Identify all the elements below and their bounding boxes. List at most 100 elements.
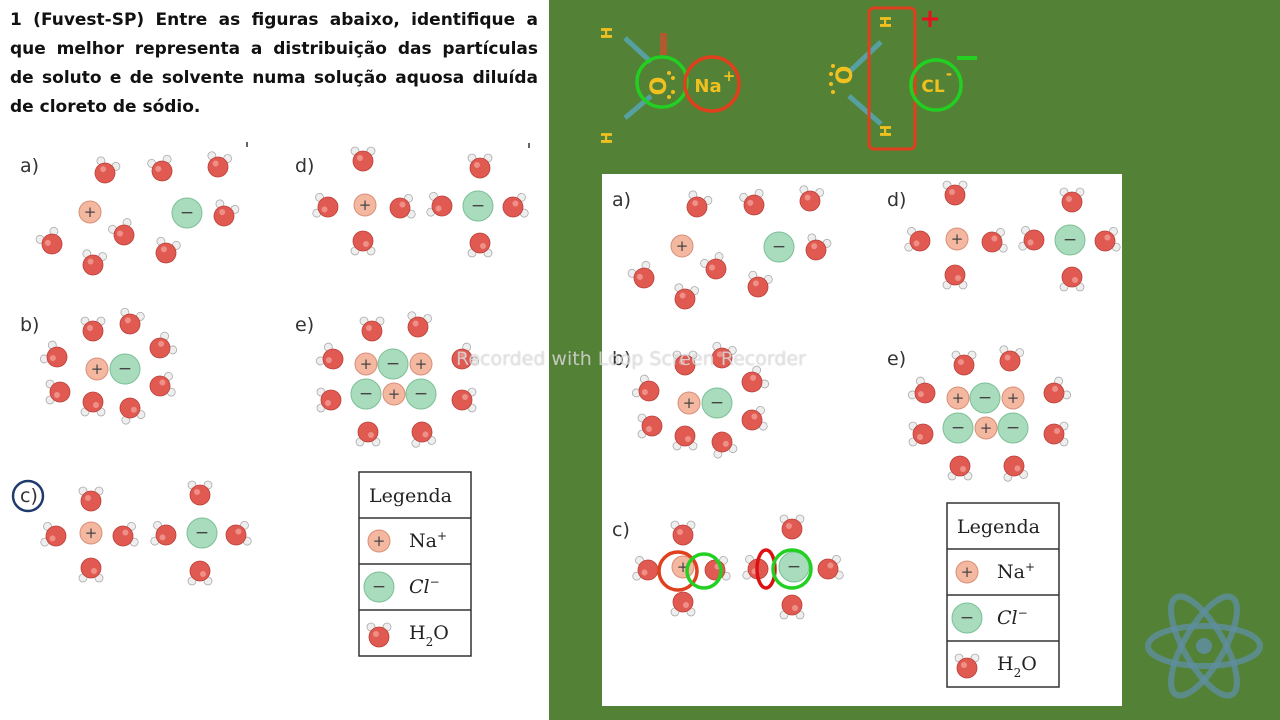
option-label-d: d) [295, 155, 314, 177]
legend-na-charge: + [1025, 560, 1035, 574]
oxygen-atom [189, 484, 211, 506]
sodium-ion: + [945, 227, 969, 251]
chloride-ring [909, 58, 963, 112]
oxygen-atom [912, 423, 934, 445]
water-molecule [711, 431, 738, 459]
water-molecule [40, 521, 67, 547]
legend-water-o: O [1021, 653, 1037, 675]
recorder-watermark: Recorded with Loop Screen Recorder [456, 348, 806, 370]
legend-water-o: O [433, 622, 449, 644]
chloride-ion: − [942, 412, 974, 444]
sodium-ion: + [354, 352, 378, 376]
chloride-ion: − [405, 378, 437, 410]
water-molecule [147, 154, 173, 182]
oxygen-atom [352, 150, 374, 172]
oxygen-atom [451, 389, 473, 411]
plus-sign: + [952, 389, 965, 407]
oxygen-atom [956, 657, 978, 679]
oxygen-atom [686, 196, 708, 218]
sodium-ion: + [367, 529, 391, 553]
legend-cl-charge: − [430, 575, 440, 589]
sodium-label: Na [694, 76, 721, 97]
sodium-ring [683, 55, 741, 113]
chloride-ion: − [1054, 224, 1086, 256]
plus-sign: + [951, 230, 964, 248]
oxygen-atom [1043, 382, 1065, 404]
cl-highlight-ring [771, 548, 813, 590]
chloride-charge: - [946, 65, 952, 83]
minus-sign: − [372, 577, 386, 597]
plus-sign: + [84, 203, 97, 221]
hydrogen-label-4: H [877, 125, 895, 138]
sodium-ion: + [85, 357, 109, 381]
atom-icon [1145, 593, 1263, 699]
oxygen-atom [49, 381, 71, 403]
oxygen-atom [747, 276, 769, 298]
oxygen-atom [322, 348, 344, 370]
chloride-label: CL [921, 77, 944, 97]
oxygen-atom [119, 313, 141, 335]
oxygen-atom [320, 389, 342, 411]
oxygen-atom [94, 162, 116, 184]
chloride-ion: − [778, 551, 810, 583]
water-molecule [225, 520, 252, 546]
sodium-charge: + [723, 67, 736, 85]
water-molecule [155, 236, 181, 264]
plus-sign: + [373, 532, 386, 550]
plus-sign: + [980, 419, 993, 437]
minus-sign: − [180, 203, 194, 223]
water-molecule [672, 350, 698, 376]
oxygen-atom [1061, 266, 1083, 288]
sodium-ion: + [78, 200, 102, 224]
oxygen-atom [151, 160, 173, 182]
water-molecule [45, 379, 71, 405]
option-label-c: c) [612, 519, 630, 541]
water-molecule [112, 521, 139, 547]
minus-sign: − [414, 384, 428, 404]
water-molecule [467, 232, 493, 258]
oxygen-atom [944, 184, 966, 206]
na-highlight-ring [657, 550, 699, 592]
minus-sign: − [1063, 230, 1077, 250]
water-molecule [627, 260, 655, 289]
positive-pole-sign: + [919, 4, 941, 34]
water-molecule [1018, 225, 1045, 251]
oxygen-atom [741, 371, 763, 393]
oxygen-atom [155, 242, 177, 264]
option-label-e: e) [295, 314, 314, 336]
water-molecule [947, 455, 973, 481]
water-molecule [350, 230, 376, 256]
plus-sign: + [676, 237, 689, 255]
water-molecule [674, 283, 700, 310]
water-oxygen-ring [635, 55, 689, 109]
water-molecule [35, 226, 63, 255]
sodium-ion: + [353, 193, 377, 217]
option-label-e: e) [887, 348, 906, 370]
water-molecule [355, 421, 381, 447]
minus-sign: − [471, 196, 485, 216]
oxygen-atom [672, 524, 694, 546]
water-molecule [389, 193, 416, 219]
water-molecule [150, 520, 177, 546]
oxygen-atom [149, 337, 171, 359]
water-molecule [741, 365, 770, 393]
minus-sign: − [118, 359, 132, 379]
chloride-ion: − [969, 382, 1001, 414]
water-molecule [213, 199, 240, 227]
sodium-ion: + [670, 234, 694, 258]
minus-sign: − [772, 237, 786, 257]
water-molecule [78, 557, 104, 583]
water-molecule [78, 486, 104, 512]
oxygen-atom [743, 194, 765, 216]
minus-sign: − [978, 388, 992, 408]
oxygen-atom [705, 258, 727, 280]
plus-sign: + [415, 355, 428, 373]
oxygen-atom [451, 348, 473, 370]
water-molecule [951, 350, 977, 376]
legend-water-label: H2O [997, 653, 1037, 680]
legend-water-h: H [997, 653, 1014, 675]
hydrogen-label-bottom: H [598, 132, 616, 145]
legend-title: Legenda [957, 516, 1040, 538]
plus-sign: + [360, 355, 373, 373]
